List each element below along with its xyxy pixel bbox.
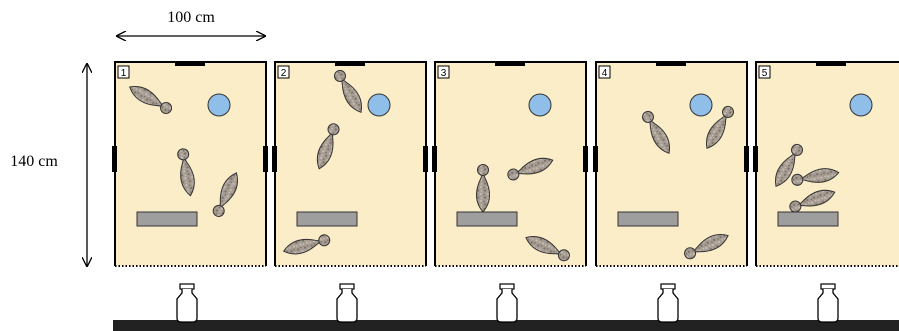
water-bottle [818,284,838,322]
side-opening-left [753,146,758,172]
side-opening-right [583,146,588,172]
side-opening-left [112,146,117,172]
pen-4: 4 [593,61,749,266]
pen-row: 1 2 3 4 5 [112,61,899,266]
pen-number: 5 [762,68,768,79]
water-bowl [529,94,551,116]
pen-door [335,61,365,66]
width-dimension-label: 100 cm [167,9,215,26]
pen-door [656,61,686,66]
water-bowl [850,94,872,116]
pen-number: 3 [441,68,447,79]
pen-door [816,61,846,66]
pen-floor [435,62,586,266]
pen-5: 5 [753,61,899,266]
water-bottle [337,284,357,322]
height-dimension-label: 140 cm [10,153,58,170]
pen-number: 1 [121,68,127,79]
bottle-row [177,284,838,322]
water-bowl [368,94,390,116]
pen-2: 2 [272,61,428,266]
pen-door [495,61,525,66]
side-opening-left [272,146,277,172]
pen-number: 4 [602,68,608,79]
feeder-trough [457,212,517,226]
pen-floor [756,62,899,266]
feeder-trough [778,212,838,226]
animal [476,165,489,213]
side-opening-right [744,146,749,172]
side-opening-right [263,146,268,172]
side-opening-right [423,146,428,172]
feeder-trough [137,212,197,226]
feeder-trough [297,212,357,226]
pen-number: 2 [281,68,287,79]
side-opening-left [593,146,598,172]
side-opening-left [432,146,437,172]
feeder-trough [618,212,678,226]
water-bottle [658,284,678,322]
water-bowl [690,94,712,116]
water-bowl [208,94,230,116]
water-bottle [497,284,517,322]
pen-door [175,61,205,66]
pen-3: 3 [432,61,588,266]
pen-1: 1 [112,61,268,266]
water-bottle [177,284,197,322]
